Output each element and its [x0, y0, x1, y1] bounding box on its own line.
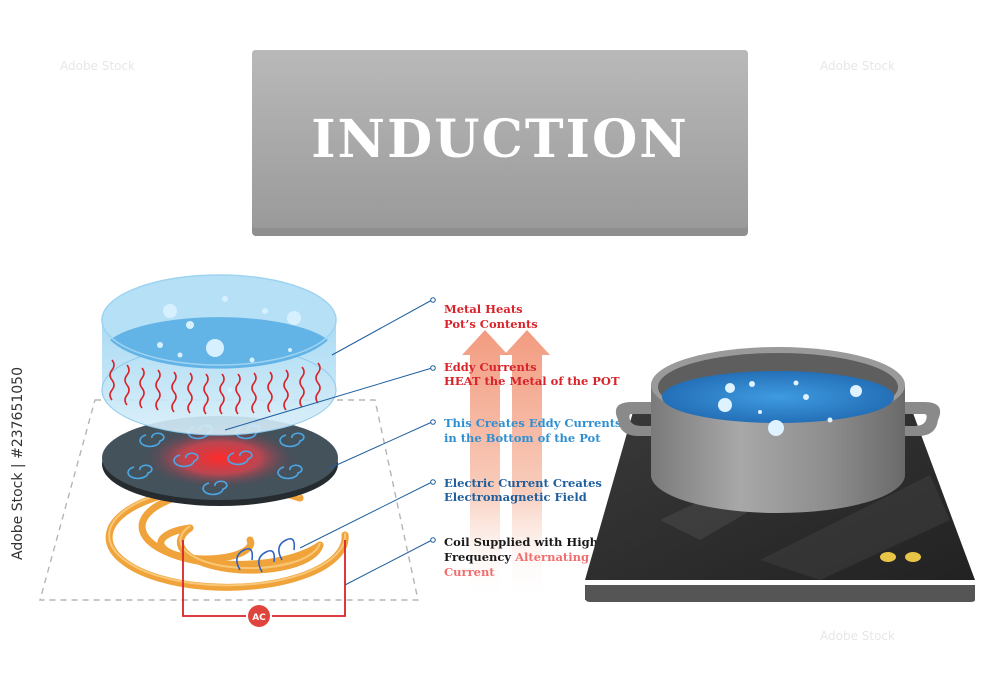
leader-lines: [224, 297, 436, 586]
pot: [615, 347, 941, 513]
heat-waves: [109, 359, 321, 415]
watermark: Adobe Stock Adobe Stock Adobe Stock: [60, 59, 895, 643]
svg-text:HEAT the Metal of the POT: HEAT the Metal of the POT: [444, 374, 620, 388]
ac-source: [248, 605, 270, 627]
heat-arrows: [462, 330, 550, 600]
svg-text:This Creates Eddy Currents: This Creates Eddy Currents: [444, 416, 621, 430]
svg-text:Current: Current: [444, 565, 495, 579]
ac-circuit: [182, 540, 346, 617]
label-metal-heats: Metal Heats Pot’s Contents: [444, 302, 538, 331]
svg-text:Coil Supplied with High: Coil Supplied with High: [444, 535, 599, 549]
label-electric-current: Electric Current Creates Electromagnetic…: [444, 476, 602, 504]
svg-text:Eddy Currents: Eddy Currents: [444, 360, 537, 374]
stove-outline: [39, 399, 419, 601]
label-creates-eddy: This Creates Eddy Currents in the Bottom…: [444, 416, 621, 445]
label-eddy-currents: Eddy Currents HEAT the Metal of the POT: [444, 360, 620, 388]
metal-plate: [102, 416, 338, 506]
pot-bubbles: [718, 380, 862, 436]
title-box: INDUCTION: [252, 50, 748, 236]
svg-text:Adobe Stock: Adobe Stock: [60, 59, 135, 73]
ac-label: AC: [252, 613, 266, 623]
bubbles: [157, 296, 301, 393]
svg-text:Frequency Alternating: Frequency Alternating: [444, 550, 589, 564]
svg-text:Pot’s Contents: Pot’s Contents: [444, 317, 538, 331]
svg-text:Electric Current Creates: Electric Current Creates: [444, 476, 602, 490]
svg-text:Adobe Stock: Adobe Stock: [820, 59, 895, 73]
svg-text:Metal Heats: Metal Heats: [444, 302, 523, 316]
label-coil: Coil Supplied with High Frequency Altern…: [444, 535, 599, 579]
svg-text:in the Bottom of the Pot: in the Bottom of the Pot: [444, 431, 601, 445]
svg-text:Adobe Stock: Adobe Stock: [820, 629, 895, 643]
field-loops: [236, 537, 296, 573]
side-id-text: Adobe Stock | #237651050: [10, 367, 26, 560]
page-title: INDUCTION: [311, 109, 689, 170]
svg-text:Electromagnetic Field: Electromagnetic Field: [444, 490, 587, 504]
